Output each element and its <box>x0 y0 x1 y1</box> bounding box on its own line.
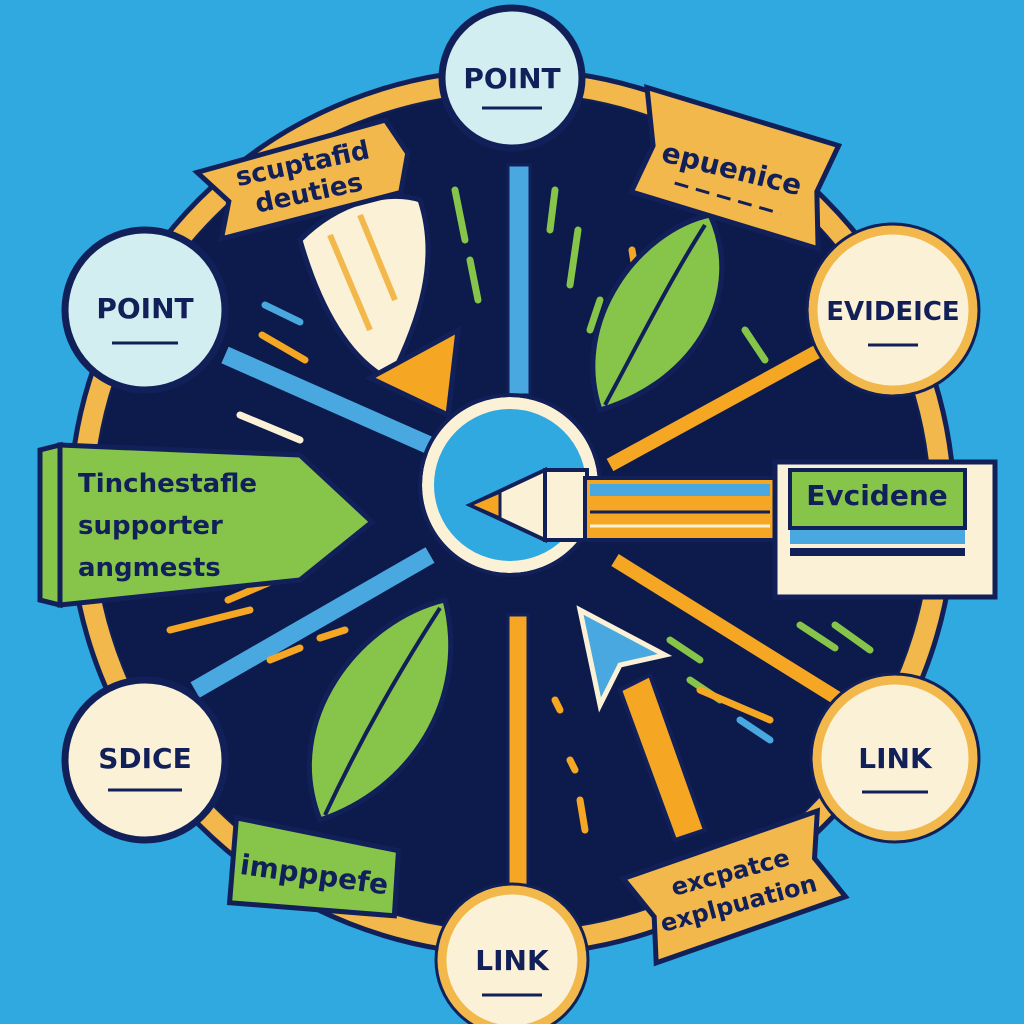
spoke-right-upper <box>606 343 824 472</box>
banner-left-line1: Tinchestafle <box>78 469 257 499</box>
spoke-left-upper <box>221 346 444 459</box>
node-bottom-left-sdice-label: SDICE <box>98 742 192 775</box>
banner-right-pen: Evcidene <box>772 459 998 600</box>
banner-top-right: epuenice <box>627 84 843 253</box>
banner-right-pen-text: Evcidene <box>806 479 948 512</box>
spoke-top <box>506 163 532 397</box>
node-bottom-link-label: LINK <box>475 944 550 977</box>
node-top-point-label: POINT <box>463 62 560 95</box>
node-left-point-label: POINT <box>96 292 193 325</box>
node-top-point: POINT <box>438 4 586 152</box>
pen <box>465 466 777 544</box>
leaf-top-right-vein <box>603 223 707 406</box>
cursor-pen-body <box>617 672 708 843</box>
node-right-link-label: LINK <box>858 742 933 775</box>
node-bottom-left-sdice: SDICE <box>61 676 229 844</box>
decorative-dashes <box>166 186 874 834</box>
node-right-evidence-label: EVIDEICE <box>826 297 959 327</box>
node-right-evidence: EVIDEICE <box>805 222 981 398</box>
spokes <box>190 163 844 962</box>
banner-left-line3: angmests <box>78 553 221 583</box>
leaf-bottom-left-vein <box>323 606 442 816</box>
cursor-arrow <box>576 605 673 713</box>
feather-quill-stripes <box>327 213 398 332</box>
node-right-link: LINK <box>809 672 981 844</box>
banner-bottom-left: impppefe <box>226 814 402 919</box>
banner-bottom-right: excpatce explpuation <box>619 807 850 967</box>
node-bottom-link: LINK <box>434 882 590 1024</box>
spoke-left-lower <box>190 547 435 698</box>
triangle-arrow <box>364 325 462 419</box>
spoke-right-lower <box>611 554 844 706</box>
node-left-point: POINT <box>61 226 229 394</box>
banner-left-line2: supporter <box>78 511 223 541</box>
banner-left: Tinchestafle supporter angmests <box>37 441 376 609</box>
